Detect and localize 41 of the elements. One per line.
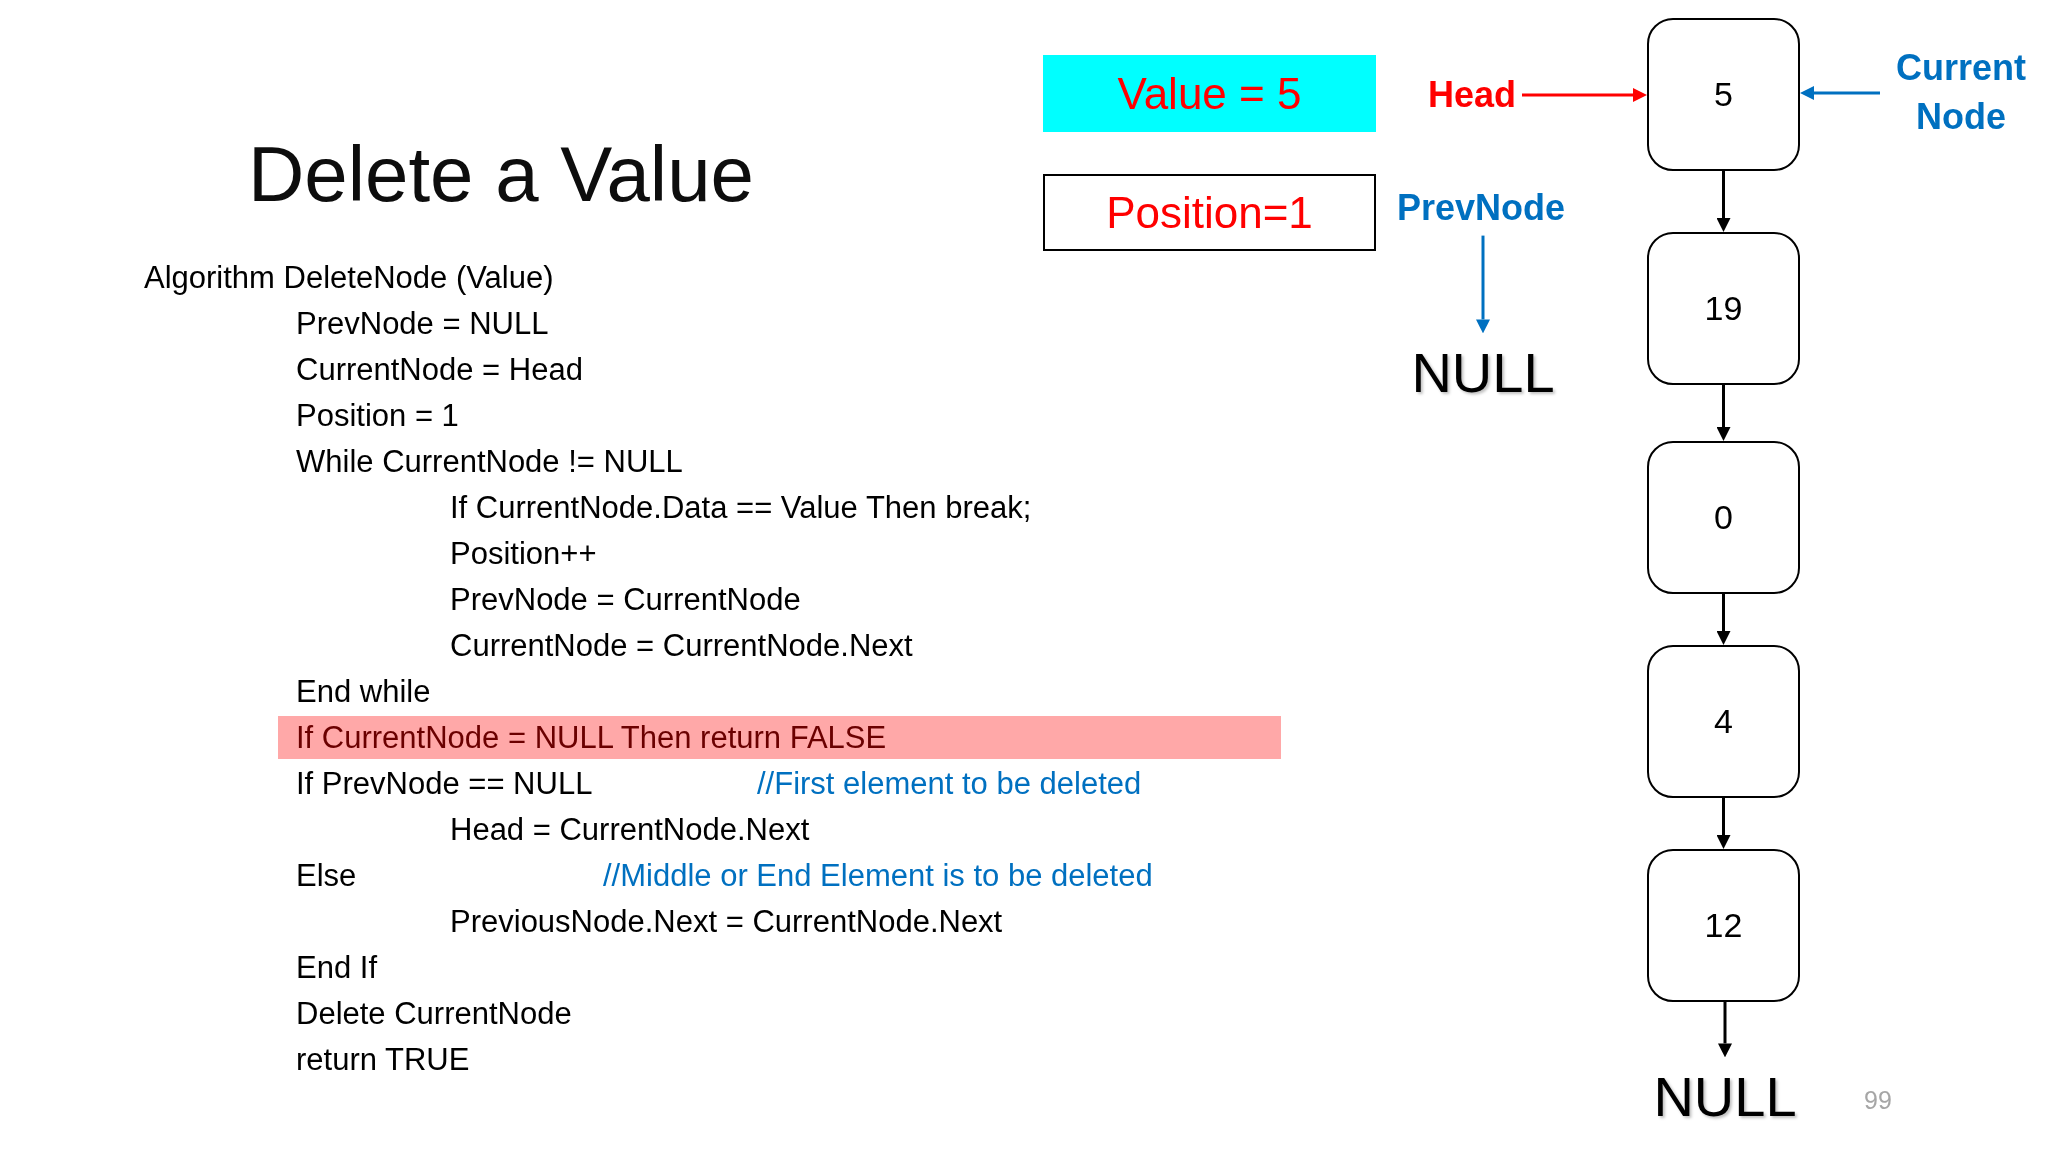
code-line: Algorithm DeleteNode (Value)	[144, 258, 554, 296]
null-label: NULL	[1653, 1063, 1797, 1131]
pointer-label: Head	[1428, 73, 1516, 117]
position-box: Position=1	[1043, 174, 1376, 251]
code-line: CurrentNode = CurrentNode.Next	[450, 626, 913, 664]
code-line: End If	[296, 948, 377, 986]
code-line: Else	[296, 856, 357, 894]
code-line: Delete CurrentNode	[296, 994, 572, 1032]
arrow	[1716, 385, 1731, 441]
code-line: Head = CurrentNode.Next	[450, 810, 810, 848]
page-number: 99	[1864, 1085, 1892, 1115]
slide-title: Delete a Value	[248, 129, 754, 220]
arrow	[1716, 171, 1731, 232]
code-line: PrevNode = CurrentNode	[450, 580, 801, 618]
code-line: PreviousNode.Next = CurrentNode.Next	[450, 902, 1003, 940]
code-line: return TRUE	[296, 1040, 470, 1078]
code-line: If PrevNode == NULL	[296, 764, 593, 802]
pointer-label: Current Node	[1886, 44, 2036, 142]
code-line: Position = 1	[296, 396, 459, 434]
pointer-label: PrevNode	[1396, 186, 1566, 230]
arrow	[1522, 88, 1647, 102]
linked-list-node: 4	[1647, 645, 1800, 798]
arrow	[1800, 86, 1880, 100]
code-comment: //Middle or End Element is to be deleted	[603, 856, 1153, 894]
code-line: While CurrentNode != NULL	[296, 442, 683, 480]
linked-list-node: 0	[1647, 441, 1800, 594]
arrow	[1716, 594, 1731, 645]
null-label: NULL	[1411, 339, 1555, 407]
code-line: End while	[296, 672, 431, 710]
code-line: PrevNode = NULL	[296, 304, 549, 342]
linked-list-node: 5	[1647, 18, 1800, 171]
arrow	[1716, 798, 1731, 849]
code-line: If CurrentNode.Data == Value Then break;	[450, 488, 1032, 526]
arrow	[1476, 235, 1490, 334]
arrow	[1718, 1002, 1732, 1058]
value-box: Value = 5	[1043, 55, 1376, 132]
code-line: CurrentNode = Head	[296, 350, 583, 388]
linked-list-node: 19	[1647, 232, 1800, 385]
linked-list-node: 12	[1647, 849, 1800, 1002]
code-line: Position++	[450, 534, 597, 572]
code-comment: //First element to be deleted	[757, 764, 1142, 802]
